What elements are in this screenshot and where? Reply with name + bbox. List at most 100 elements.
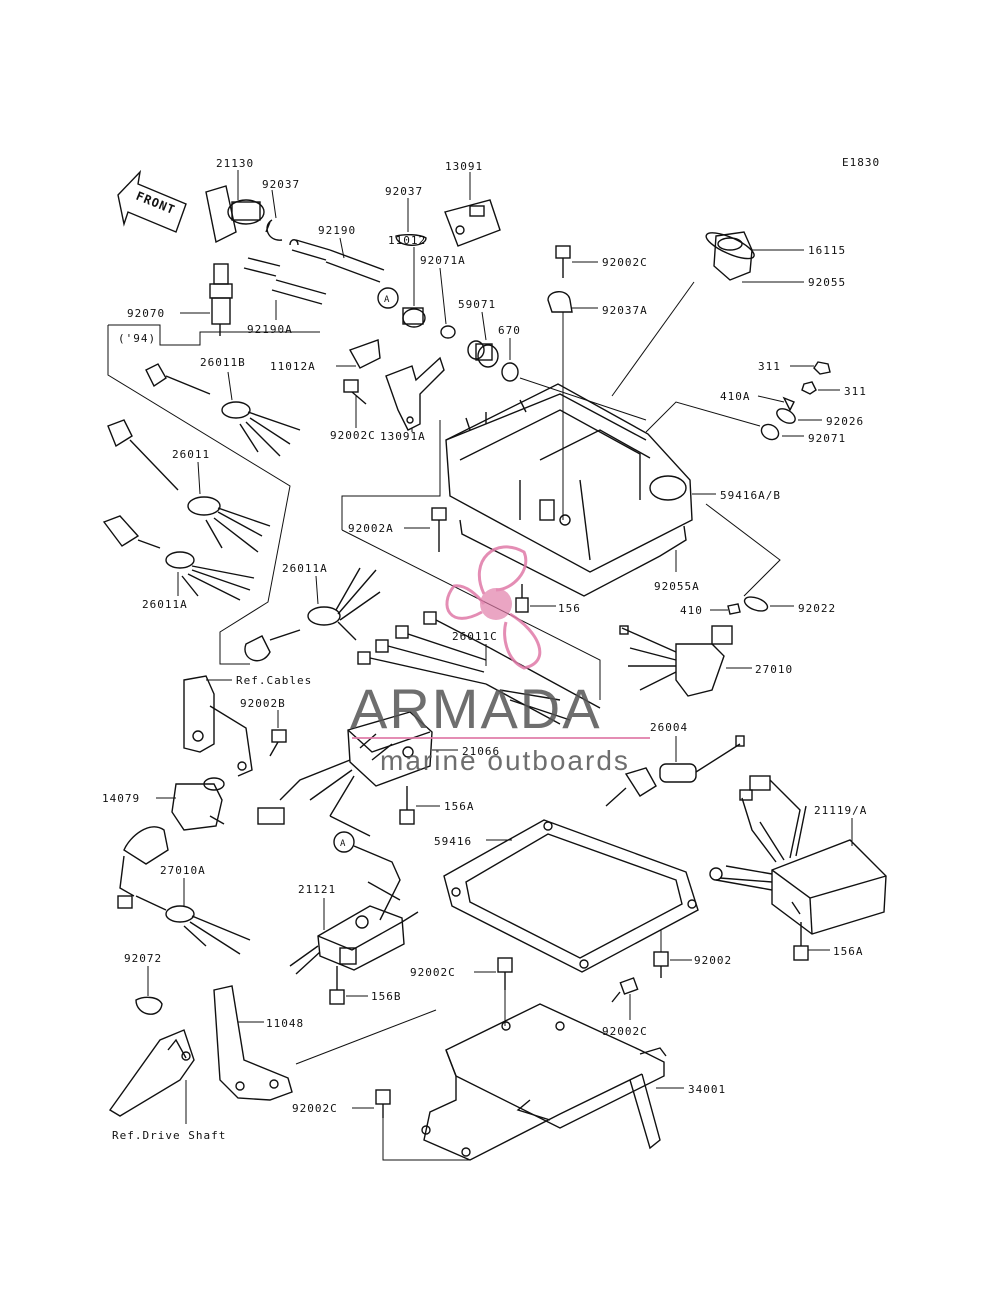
bolt-92002C-low2	[611, 977, 639, 1003]
harness-26011B	[145, 363, 301, 457]
label-156A-right: 156A	[833, 945, 864, 958]
nut-311-b	[801, 381, 817, 395]
bolt-92002	[653, 951, 669, 978]
spark-plug-cap	[205, 185, 265, 244]
label-26011: 26011	[172, 448, 210, 461]
cables-bracket	[183, 675, 253, 777]
cap-11012A	[348, 339, 381, 369]
label-92070: 92070	[127, 307, 165, 320]
label-59416AB: 59416A/B	[720, 489, 781, 502]
label-92037A: 92037A	[602, 304, 648, 317]
figure-code: E1830	[842, 156, 880, 169]
holder-13091	[444, 199, 501, 247]
marker-A-bottom: A	[340, 839, 346, 849]
label-26011A: 26011A	[282, 562, 328, 575]
cap-11012	[402, 307, 426, 328]
label-13091A: 13091A	[380, 430, 426, 443]
label-92002: 92002	[694, 954, 732, 967]
nut-311-a	[813, 361, 831, 375]
label-34001: 34001	[688, 1083, 726, 1096]
front-arrow-icon: FRONT	[117, 169, 187, 233]
harness-27010A	[117, 826, 251, 955]
harness-26011	[107, 419, 271, 553]
label-670: 670	[498, 324, 521, 337]
label-92022: 92022	[798, 602, 836, 615]
label-92002C-mid: 92002C	[330, 429, 376, 442]
label-156A-mid: 156A	[444, 800, 475, 813]
label-311-a: 311	[758, 360, 781, 373]
label-26011B: 26011B	[200, 356, 246, 369]
electric-box-59416AB	[445, 383, 693, 573]
label-92037-a: 92037	[262, 178, 300, 191]
tube-92190A	[243, 257, 327, 305]
label-92190A: 92190A	[247, 323, 293, 336]
label-59071: 59071	[458, 298, 496, 311]
label-26004: 26004	[650, 721, 688, 734]
label-27010: 27010	[755, 663, 793, 676]
bolt-92002C-mid	[343, 379, 367, 405]
bolt-92002C-bottom	[375, 1089, 391, 1118]
label-410: 410	[680, 604, 703, 617]
harness-26011A-left	[102, 515, 255, 601]
label-13091: 13091	[445, 160, 483, 173]
gasket-92055A	[459, 519, 687, 597]
drive-shaft-bracket	[108, 1029, 195, 1117]
grommet-92071A	[440, 325, 456, 339]
cdi-box-21119A	[709, 775, 887, 935]
fitting-59071	[467, 340, 499, 368]
label-92055: 92055	[808, 276, 846, 289]
bolt-92002B	[269, 729, 287, 757]
grommet-92071	[760, 423, 780, 441]
label-26011A-left: 26011A	[142, 598, 188, 611]
bolt-156A-mid	[399, 786, 415, 825]
oring-670	[501, 362, 519, 382]
label-92071A: 92071A	[420, 254, 466, 267]
label-14079: 14079	[102, 792, 140, 805]
label-92002C-bottom: 92002C	[292, 1102, 338, 1115]
label-21066: 21066	[462, 745, 500, 758]
label-92071: 92071	[808, 432, 846, 445]
label-ref-drive-shaft: Ref.Drive Shaft	[112, 1129, 226, 1142]
label-16115: 16115	[808, 244, 846, 257]
label-92002C-top: 92002C	[602, 256, 648, 269]
harness-26011C	[357, 611, 601, 725]
propeller-logo-icon	[445, 545, 542, 670]
bolt-92002C-top	[555, 245, 571, 278]
ignition-coil-21121	[289, 881, 419, 975]
marker-A-top: A	[384, 295, 390, 305]
sensor-26004	[605, 735, 745, 807]
clamp-92037A	[547, 291, 573, 313]
mount-bracket-34001	[421, 1003, 667, 1161]
spark-plug-92070	[209, 263, 233, 336]
label-94: ('94)	[118, 332, 156, 345]
label-21121: 21121	[298, 883, 336, 896]
bolt-156B	[329, 966, 345, 1005]
label-311-b: 311	[844, 385, 867, 398]
clip-92037-left	[265, 219, 283, 241]
label-21130: 21130	[216, 157, 254, 170]
label-21119A: 21119/A	[814, 804, 867, 817]
tube-92190	[289, 239, 385, 283]
oring-92055	[705, 232, 755, 260]
bracket-11048	[213, 985, 293, 1101]
switch-27010	[619, 625, 733, 697]
washer-410	[727, 603, 741, 615]
label-59416: 59416	[434, 835, 472, 848]
label-92026: 92026	[826, 415, 864, 428]
label-92002A: 92002A	[348, 522, 394, 535]
label-92055A: 92055A	[654, 580, 700, 593]
bolt-156A-right	[793, 922, 809, 961]
bolt-156	[515, 584, 529, 613]
label-92002C-low: 92002C	[410, 966, 456, 979]
label-ref-cables: Ref.Cables	[236, 674, 312, 687]
watermark: ARMADA marine outboards	[350, 545, 650, 776]
label-410A: 410A	[720, 390, 751, 403]
bolt-92002C-low	[497, 957, 513, 990]
seal-92022	[743, 596, 769, 612]
seal-92026	[776, 408, 796, 424]
label-156B: 156B	[371, 990, 402, 1003]
connector-26011A	[244, 567, 381, 662]
watermark-tagline: marine outboards	[380, 745, 630, 776]
